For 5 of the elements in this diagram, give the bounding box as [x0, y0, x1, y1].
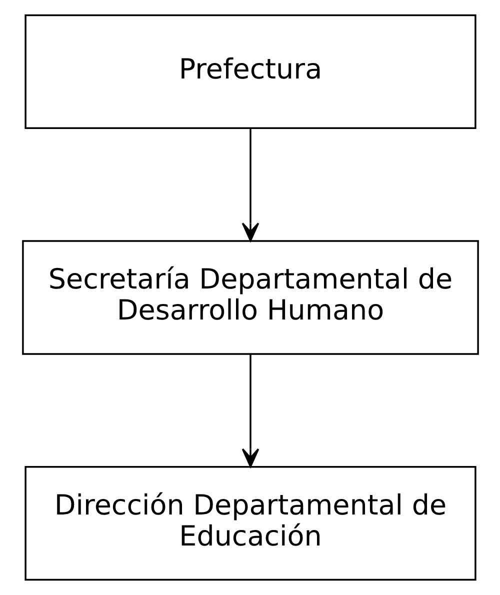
node-box: Secretaría Departamental de Desarrollo Humano	[22, 240, 478, 355]
node-box: Prefectura	[24, 14, 476, 129]
node-box: Dirección Departamental de Educación	[24, 466, 476, 581]
arrow	[241, 354, 259, 468]
arrow	[241, 128, 259, 242]
